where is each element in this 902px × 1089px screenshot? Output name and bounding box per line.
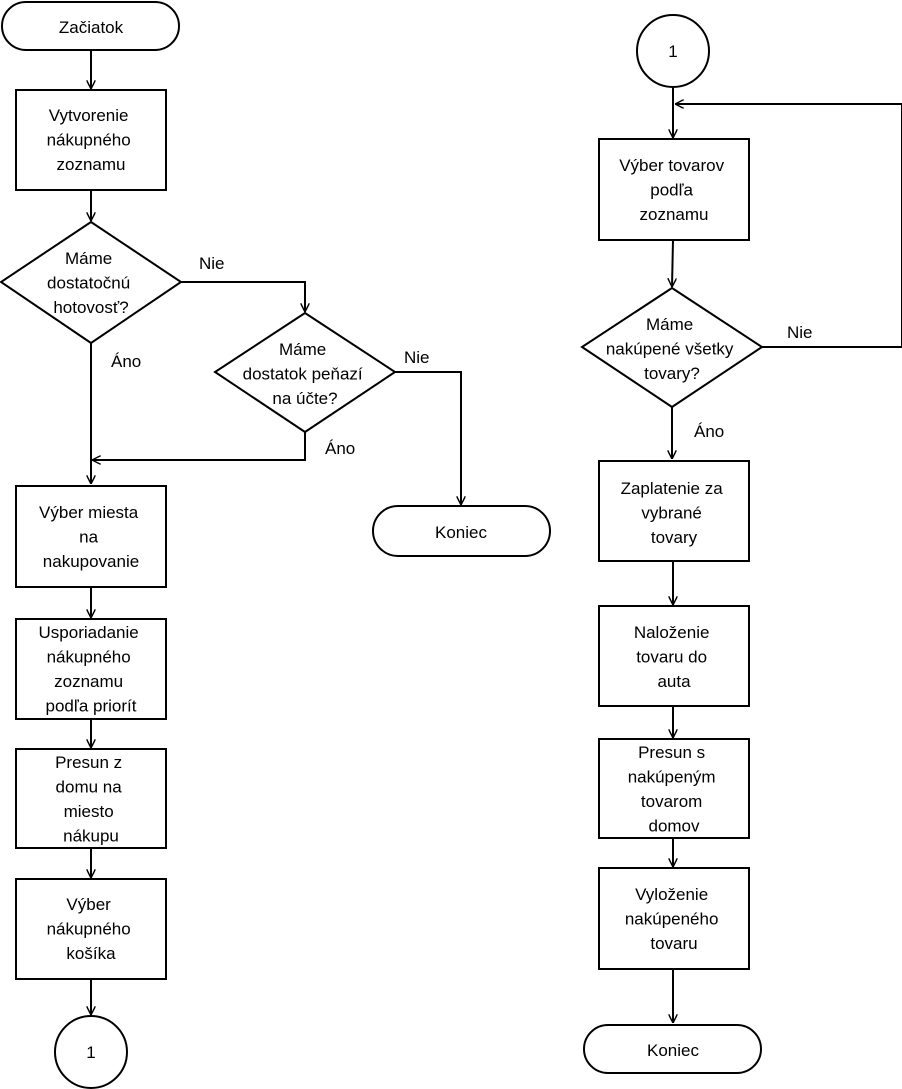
end-right-terminator [583, 1024, 762, 1074]
all-bought-check-label: Máme nakúpené všetky tovary? [606, 315, 738, 383]
cash-check-label: Máme dostatočnú hotovosť? [47, 249, 135, 317]
move-home-box [598, 738, 750, 839]
flowchart-labels: Začiatok Vytvorenie nákupného zoznamu Má… [39, 18, 738, 1062]
end-left-terminator [372, 505, 551, 557]
cash-no-label: Nie [199, 254, 225, 273]
edge-account-no-to-end [395, 371, 461, 505]
sort-list-box [15, 618, 167, 720]
start-label: Začiatok [59, 18, 124, 37]
all-bought-check-diamond [580, 286, 764, 409]
move-home-label: Presun s nakúpeným tovarom domov [628, 743, 721, 836]
move-to-shop-box [15, 748, 167, 849]
choose-place-label: Výber miesta na nakupovanie [39, 503, 143, 571]
edge-cash-no-to-account-check [181, 281, 305, 312]
cash-check-diamond [0, 220, 183, 345]
connector-in-circle [636, 14, 710, 88]
connector-in-label: 1 [668, 42, 677, 61]
unload-label: Vyloženie nakúpeného tovaru [625, 885, 723, 953]
choose-cart-label: Výber nákupného košíka [47, 895, 136, 963]
end-right-label: Koniec [647, 1041, 699, 1060]
edge-select-to-check [672, 239, 673, 287]
edge-all-bought-no-loop [675, 104, 902, 348]
connector-out-circle [54, 1015, 128, 1089]
connector-out-label: 1 [86, 1043, 95, 1062]
flowchart-edge-labels: Nie Áno Nie Áno Nie Áno [111, 254, 813, 458]
unload-box [598, 867, 750, 970]
start-terminator [1, 1, 180, 51]
pay-box [598, 460, 750, 562]
pay-label: Zaplatenie za vybrané tovary [621, 479, 728, 547]
end-left-label: Koniec [435, 523, 487, 542]
move-to-shop-label: Presun z domu na miesto nákupu [55, 753, 127, 846]
account-check-diamond [213, 311, 397, 434]
choose-place-box [15, 485, 167, 588]
edge-account-yes-to-merge [92, 432, 306, 460]
cash-yes-label: Áno [111, 352, 141, 371]
flowchart-edges [91, 50, 902, 1023]
sort-list-label: Usporiadanie nákupného zoznamu podľa pri… [39, 623, 144, 716]
account-yes-label: Áno [325, 439, 355, 458]
all-bought-yes-label: Áno [694, 422, 724, 441]
flowchart-shapes [0, 1, 764, 1089]
choose-cart-box [15, 878, 167, 980]
account-no-label: Nie [404, 348, 430, 367]
load-car-box [598, 605, 750, 707]
all-bought-no-label: Nie [787, 323, 813, 342]
select-goods-box [598, 138, 750, 241]
select-goods-label: Výber tovarov podľa zoznamu [619, 156, 729, 224]
load-car-label: Naloženie tovaru do auta [634, 623, 714, 691]
create-list-label: Vytvorenie nákupného zoznamu [47, 106, 136, 174]
account-check-label: Máme dostatok peňazí na účte? [243, 340, 368, 408]
create-list-box [15, 89, 167, 191]
